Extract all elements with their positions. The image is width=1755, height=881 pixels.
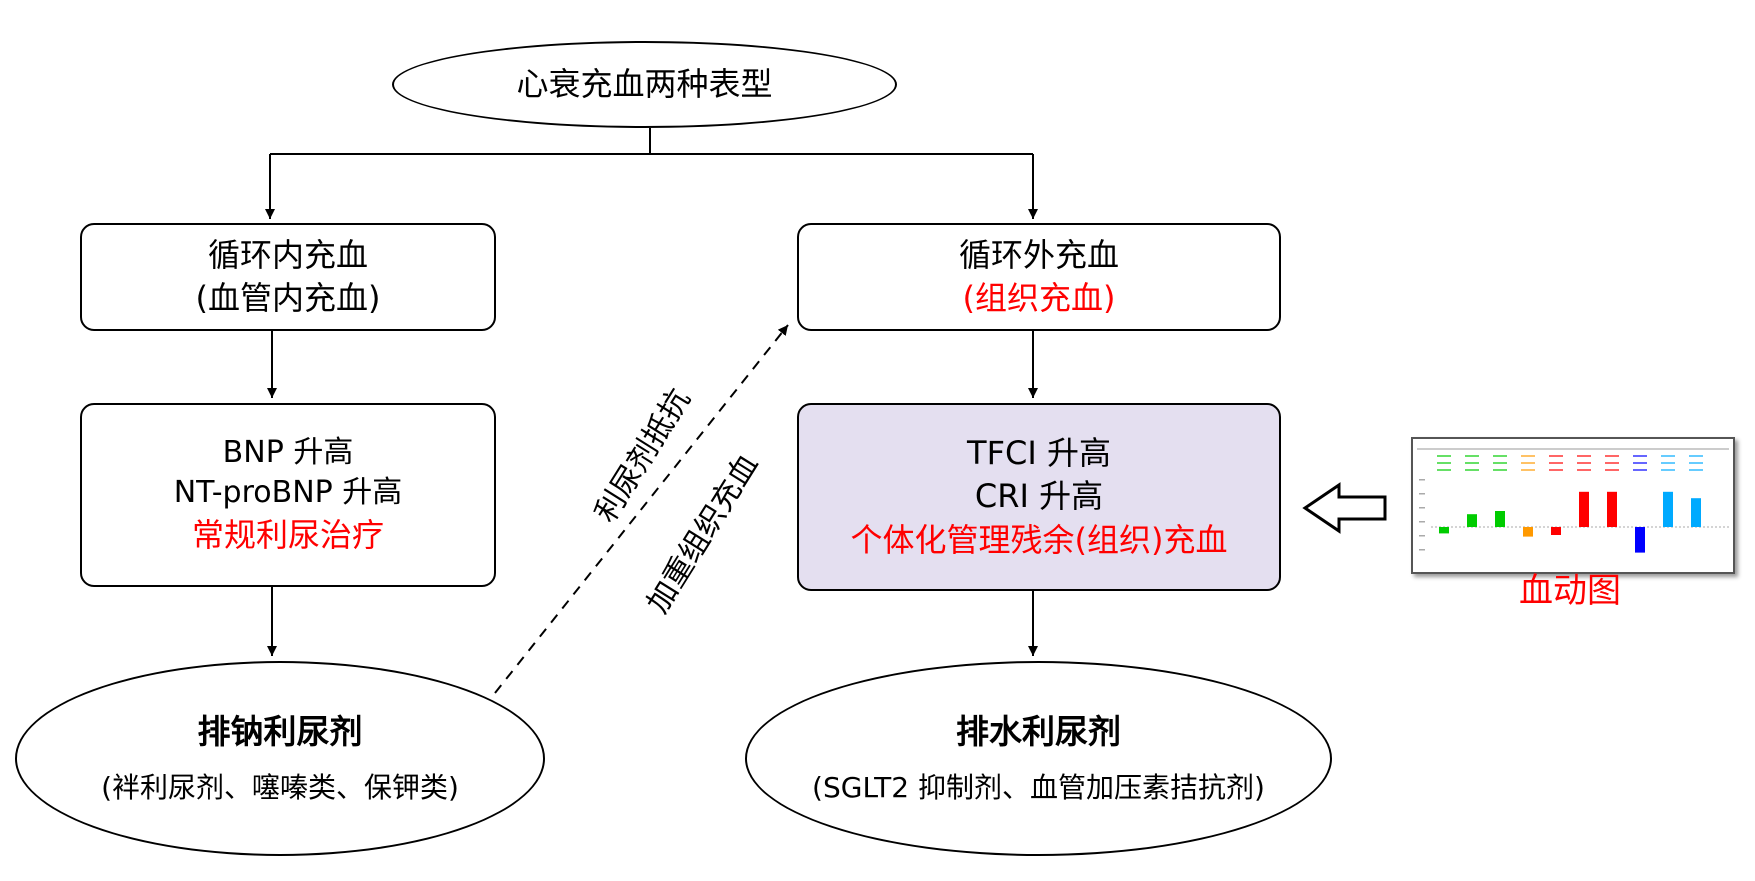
extravascular-title: 循环外充血 bbox=[958, 235, 1119, 274]
hemo-tick bbox=[1419, 507, 1425, 509]
hemo-bar bbox=[1439, 527, 1449, 534]
hemo-header-text bbox=[1549, 469, 1563, 471]
hemo-tick bbox=[1419, 535, 1425, 537]
extravascular-subtitle: (组织充血) bbox=[962, 279, 1116, 317]
natriuretic-ellipse: 排钠利尿剂 (袢利尿剂、噻嗪类、保钾类) bbox=[15, 661, 545, 856]
hemo-bar bbox=[1467, 514, 1477, 527]
hemo-header-text bbox=[1521, 469, 1535, 471]
intravascular-subtitle: (血管内充血) bbox=[195, 279, 381, 317]
hemo-header-text bbox=[1437, 455, 1451, 457]
hemo-header-text bbox=[1689, 455, 1703, 457]
hemo-header-text bbox=[1577, 469, 1591, 471]
hemodynamic-chart-label: 血动图 bbox=[1519, 571, 1621, 611]
hollow-arrow-from-chart bbox=[1302, 482, 1387, 534]
aquaretic-title: 排水利尿剂 bbox=[956, 712, 1121, 752]
hemo-header-text bbox=[1661, 469, 1675, 471]
extravascular-box: 循环外充血 (组织充血) bbox=[797, 223, 1281, 331]
hemo-header-text bbox=[1661, 455, 1675, 457]
intravascular-box: 循环内充血 (血管内充血) bbox=[80, 223, 496, 331]
root-ellipse: 心衰充血两种表型 bbox=[392, 41, 897, 128]
hemo-header-text bbox=[1465, 462, 1479, 464]
hemo-header-text bbox=[1493, 455, 1507, 457]
hemo-bar bbox=[1523, 527, 1533, 537]
hemo-header-text bbox=[1493, 469, 1507, 471]
ntprobnp-line: NT-proBNP 升高 bbox=[173, 475, 403, 511]
hemo-header-text bbox=[1465, 469, 1479, 471]
hemo-header-text bbox=[1577, 455, 1591, 457]
hemo-bar bbox=[1663, 491, 1673, 527]
hemo-header-text bbox=[1689, 469, 1703, 471]
bnp-box: BNP 升高 NT-proBNP 升高 常规利尿治疗 bbox=[80, 403, 496, 587]
hemo-bar bbox=[1551, 527, 1561, 535]
hemo-header-text bbox=[1633, 455, 1647, 457]
natriuretic-title: 排钠利尿剂 bbox=[197, 712, 363, 752]
intravascular-title: 循环内充血 bbox=[207, 235, 368, 274]
hemo-header-text bbox=[1549, 462, 1563, 464]
hemo-header-text bbox=[1577, 462, 1591, 464]
hemo-header-text bbox=[1521, 455, 1535, 457]
aquaretic-ellipse: 排水利尿剂 (SGLT2 抑制剂、血管加压素拮抗剂) bbox=[745, 661, 1332, 856]
hemo-header-text bbox=[1521, 462, 1535, 464]
hemo-bar bbox=[1635, 527, 1645, 553]
cri-line: CRI 升高 bbox=[974, 477, 1104, 516]
residual-congestion-line: 个体化管理残余(组织)充血 bbox=[850, 520, 1228, 559]
hemo-bar bbox=[1579, 491, 1589, 527]
dashed-arrow-resistance bbox=[494, 324, 789, 694]
conventional-diuretic-line: 常规利尿治疗 bbox=[191, 515, 384, 554]
tfci-box: TFCI 升高 CRI 升高 个体化管理残余(组织)充血 bbox=[797, 403, 1281, 591]
hemo-header-text bbox=[1605, 462, 1619, 464]
hemo-bar bbox=[1691, 498, 1701, 527]
hemo-tick bbox=[1419, 479, 1425, 481]
hemo-bar bbox=[1495, 511, 1505, 527]
hemo-header-text bbox=[1689, 462, 1703, 464]
bnp-line: BNP 升高 bbox=[222, 434, 354, 470]
hemo-header-text bbox=[1605, 469, 1619, 471]
hemo-header-text bbox=[1661, 462, 1675, 464]
hemo-tick bbox=[1419, 521, 1425, 523]
tfci-line: TFCI 升高 bbox=[967, 434, 1111, 473]
hemo-header-text bbox=[1493, 462, 1507, 464]
hemo-tick bbox=[1419, 549, 1425, 551]
root-label: 心衰充血两种表型 bbox=[516, 64, 773, 103]
hemo-header-text bbox=[1437, 469, 1451, 471]
hemodynamic-chart-thumbnail bbox=[1411, 437, 1735, 574]
hemo-header-text bbox=[1633, 462, 1647, 464]
natriuretic-subtitle: (袢利尿剂、噻嗪类、保钾类) bbox=[101, 770, 459, 804]
hemo-bar bbox=[1607, 491, 1617, 527]
hemo-tick bbox=[1419, 493, 1425, 495]
hemo-header-text bbox=[1437, 462, 1451, 464]
hemo-header-text bbox=[1605, 455, 1619, 457]
hemo-header-text bbox=[1633, 469, 1647, 471]
aquaretic-subtitle: (SGLT2 抑制剂、血管加压素拮抗剂) bbox=[812, 770, 1265, 804]
hemo-header-text bbox=[1465, 455, 1479, 457]
hemo-header-text bbox=[1549, 455, 1563, 457]
hemodynamic-mini-chart bbox=[1417, 448, 1729, 553]
